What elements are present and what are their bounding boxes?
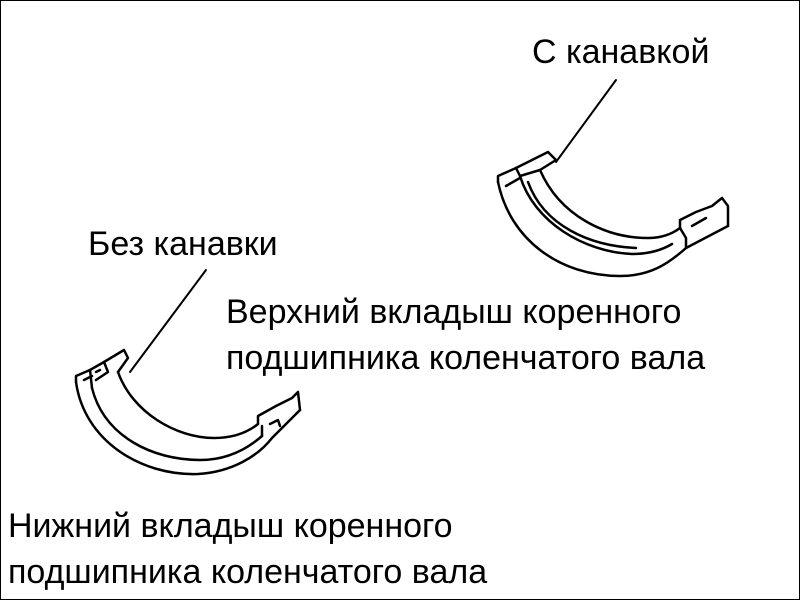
- label-without-groove: Без канавки: [88, 225, 278, 263]
- lower-bearing-shell: [74, 269, 302, 476]
- upper-bearing-shell: [496, 79, 730, 278]
- label-with-groove: С канавкой: [532, 33, 710, 71]
- label-lower-shell-line1: Нижний вкладыш коренного: [8, 507, 453, 545]
- label-lower-shell-line2: подшипника коленчатого вала: [8, 553, 488, 591]
- label-upper-shell-line1: Верхний вкладыш коренного: [226, 293, 682, 331]
- label-upper-shell-line2: подшипника коленчатого вала: [226, 339, 706, 377]
